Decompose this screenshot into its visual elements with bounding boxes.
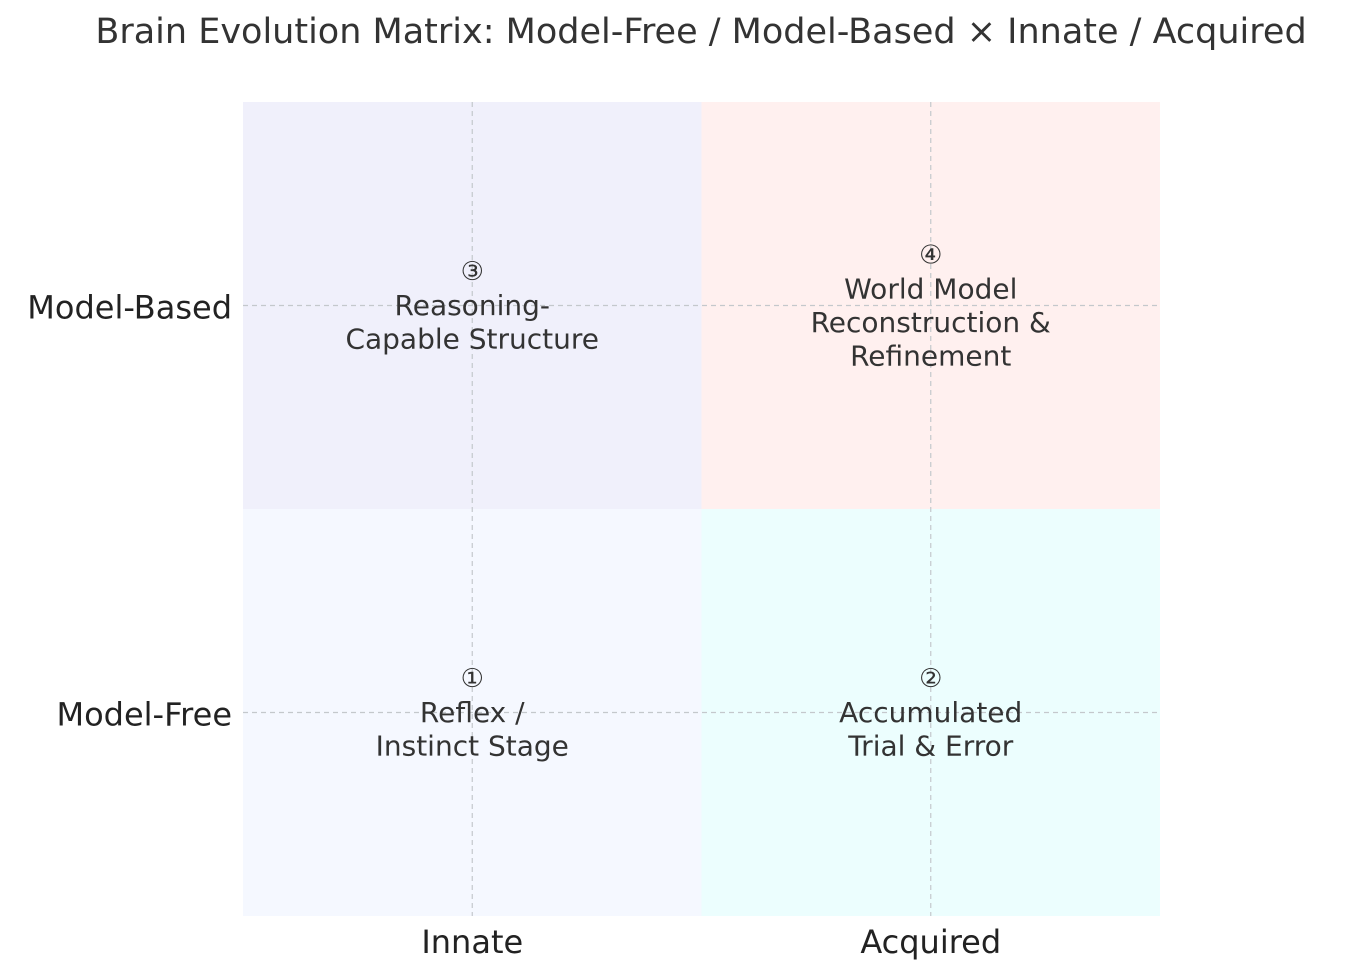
grid-lines <box>243 102 1160 916</box>
cell-text-line: Reasoning- <box>395 289 550 322</box>
cell-text-line: World Model <box>844 272 1017 305</box>
cell-marker: ④ <box>919 240 942 270</box>
cell-text-line: Trial & Error <box>847 730 1014 763</box>
cell-text-line: Reconstruction & <box>811 306 1051 339</box>
y-tick-label-model-free: Model-Free <box>56 696 232 734</box>
cell-text-line: Instinct Stage <box>376 730 569 763</box>
matrix-cells <box>243 102 1160 916</box>
chart-title: Brain Evolution Matrix: Model-Free / Mod… <box>95 12 1307 52</box>
cell-marker: ① <box>461 664 484 694</box>
cell-marker: ③ <box>461 257 484 287</box>
cell-text-line: Refinement <box>850 339 1011 372</box>
cell-text-line: Reflex / <box>420 696 525 729</box>
cell-text-line: Capable Structure <box>345 323 599 356</box>
x-tick-label-innate: Innate <box>421 923 523 961</box>
axis-tick-labels: Innate Acquired Model-Free Model-Based <box>27 289 1001 962</box>
cell-text-line: Accumulated <box>839 696 1022 729</box>
cell-marker: ② <box>919 664 942 694</box>
y-tick-label-model-based: Model-Based <box>27 289 232 327</box>
x-tick-label-acquired: Acquired <box>860 923 1001 961</box>
